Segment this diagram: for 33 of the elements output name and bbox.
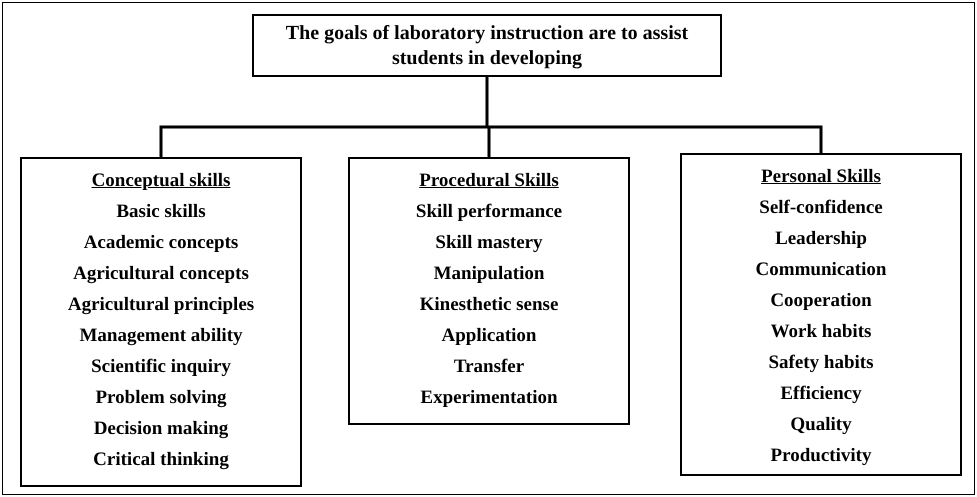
skill-item: Critical thinking <box>93 448 229 472</box>
skill-item: Kinesthetic sense <box>420 293 558 317</box>
skill-item: Academic concepts <box>84 231 238 255</box>
skill-item: Management ability <box>79 324 243 348</box>
skill-item: Manipulation <box>434 262 544 286</box>
skill-item: Cooperation <box>770 289 872 313</box>
category-heading: Personal Skills <box>761 165 881 189</box>
category-heading: Procedural Skills <box>419 169 559 193</box>
goal-text: The goals of laboratory instruction are to assist students in developing <box>284 20 690 70</box>
skill-item: Experimentation <box>420 386 558 410</box>
skill-item: Efficiency <box>780 382 862 406</box>
skill-item: Quality <box>790 413 852 437</box>
skill-item: Application <box>441 324 537 348</box>
skill-item: Transfer <box>454 355 524 379</box>
skill-item: Scientific inquiry <box>91 355 231 379</box>
skill-item: Safety habits <box>768 351 874 375</box>
skill-item: Skill mastery <box>435 231 543 255</box>
skill-category-box <box>348 157 630 425</box>
category-heading: Conceptual skills <box>92 169 230 193</box>
skill-item: Agricultural principles <box>68 293 254 317</box>
skill-item: Problem solving <box>95 386 227 410</box>
skill-item: Decision making <box>94 417 228 441</box>
skill-item: Communication <box>756 258 886 282</box>
skill-item: Skill performance <box>416 200 562 224</box>
skill-item: Self-confidence <box>759 196 883 220</box>
skill-item: Leadership <box>775 227 867 251</box>
skill-item: Work habits <box>770 320 872 344</box>
skill-item: Basic skills <box>116 200 206 224</box>
skill-item: Productivity <box>770 444 872 468</box>
skill-category-box <box>20 157 302 487</box>
skill-category-box <box>680 153 962 476</box>
goal-box <box>252 14 722 77</box>
skill-item: Agricultural concepts <box>73 262 249 286</box>
